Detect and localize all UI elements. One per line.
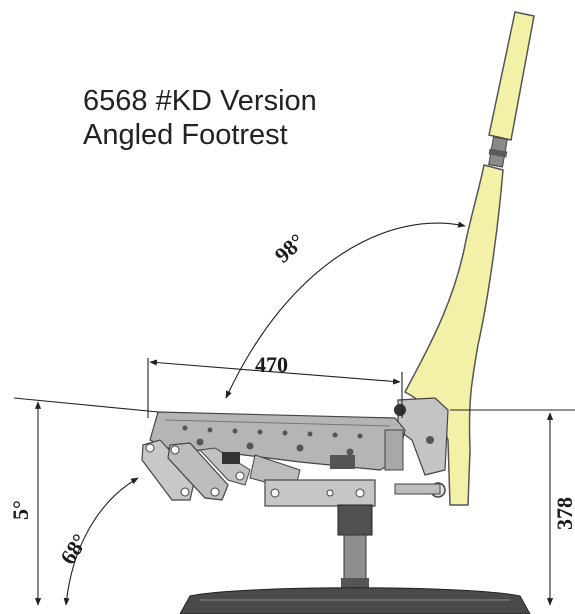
dimension-lines (13, 221, 575, 606)
footrest-angle-label: 68° (55, 529, 93, 568)
footrest-linkage (141, 439, 376, 507)
seat-length-label: 470 (255, 352, 288, 377)
headrest-cushion (488, 11, 535, 141)
seat-tilt-label: 5° (8, 500, 33, 520)
headrest-connector (488, 136, 508, 168)
chair-base (179, 587, 531, 614)
seat-height-label: 378 (552, 497, 575, 530)
gas-lift (337, 504, 373, 590)
diagram-title-line-2: Angled Footrest (83, 119, 288, 151)
diagram-title-line-1: 6568 #KD Version (83, 85, 317, 117)
back-angle-label: 98° (270, 229, 310, 268)
